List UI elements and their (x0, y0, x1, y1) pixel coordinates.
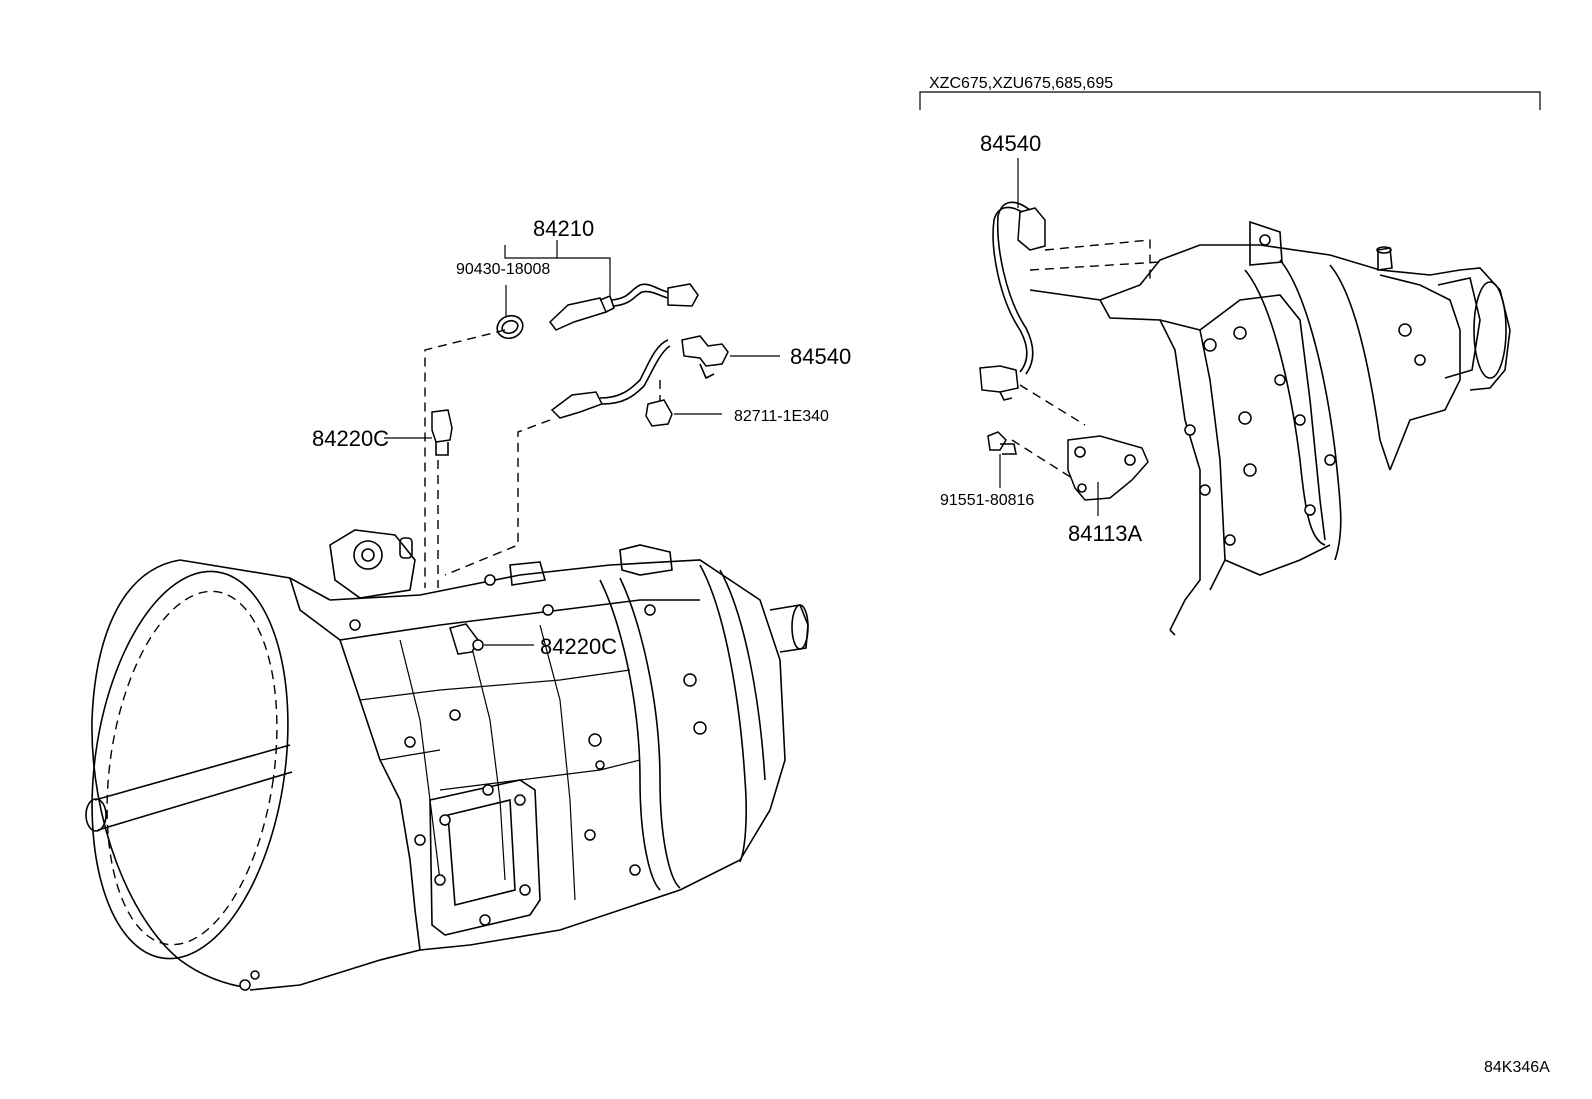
speed-sensor-assembly (496, 283, 699, 340)
gasket-ring (496, 314, 524, 340)
label-91551-80816: 91551-80816 (940, 492, 1034, 509)
connector-clip-icon (645, 399, 673, 427)
assembly-lines-left (424, 329, 661, 588)
sensor-wire-left (550, 335, 729, 427)
drawing-code: 84K346A (1484, 1059, 1550, 1076)
label-84210: 84210 (533, 216, 594, 241)
label-leaders-left (384, 240, 780, 646)
label-82711-1e340: 82711-1E340 (734, 408, 829, 425)
transmission-right (1029, 220, 1511, 636)
label-90430-18008: 90430-18008 (456, 261, 550, 278)
label-84540-right: 84540 (980, 131, 1041, 156)
label-84540-left: 84540 (790, 344, 851, 369)
bracket-84113a (1067, 435, 1149, 501)
switch-lower (449, 623, 484, 655)
speed-sensor-icon (548, 297, 608, 331)
label-84113a: 84113A (1068, 521, 1143, 546)
label-84220c-lower: 84220C (540, 634, 617, 659)
assembly-lines-right (1011, 239, 1161, 479)
label-84220c-upper: 84220C (312, 426, 389, 451)
bracket-variant (919, 91, 1541, 110)
transmission-left (85, 529, 809, 991)
variant-label: XZC675,XZU675,685,695 (929, 75, 1113, 92)
switch-upper (431, 409, 453, 456)
sensor-wire-right (979, 201, 1046, 401)
label-leaders-right (999, 158, 1099, 516)
bolt-icon (987, 431, 1017, 455)
